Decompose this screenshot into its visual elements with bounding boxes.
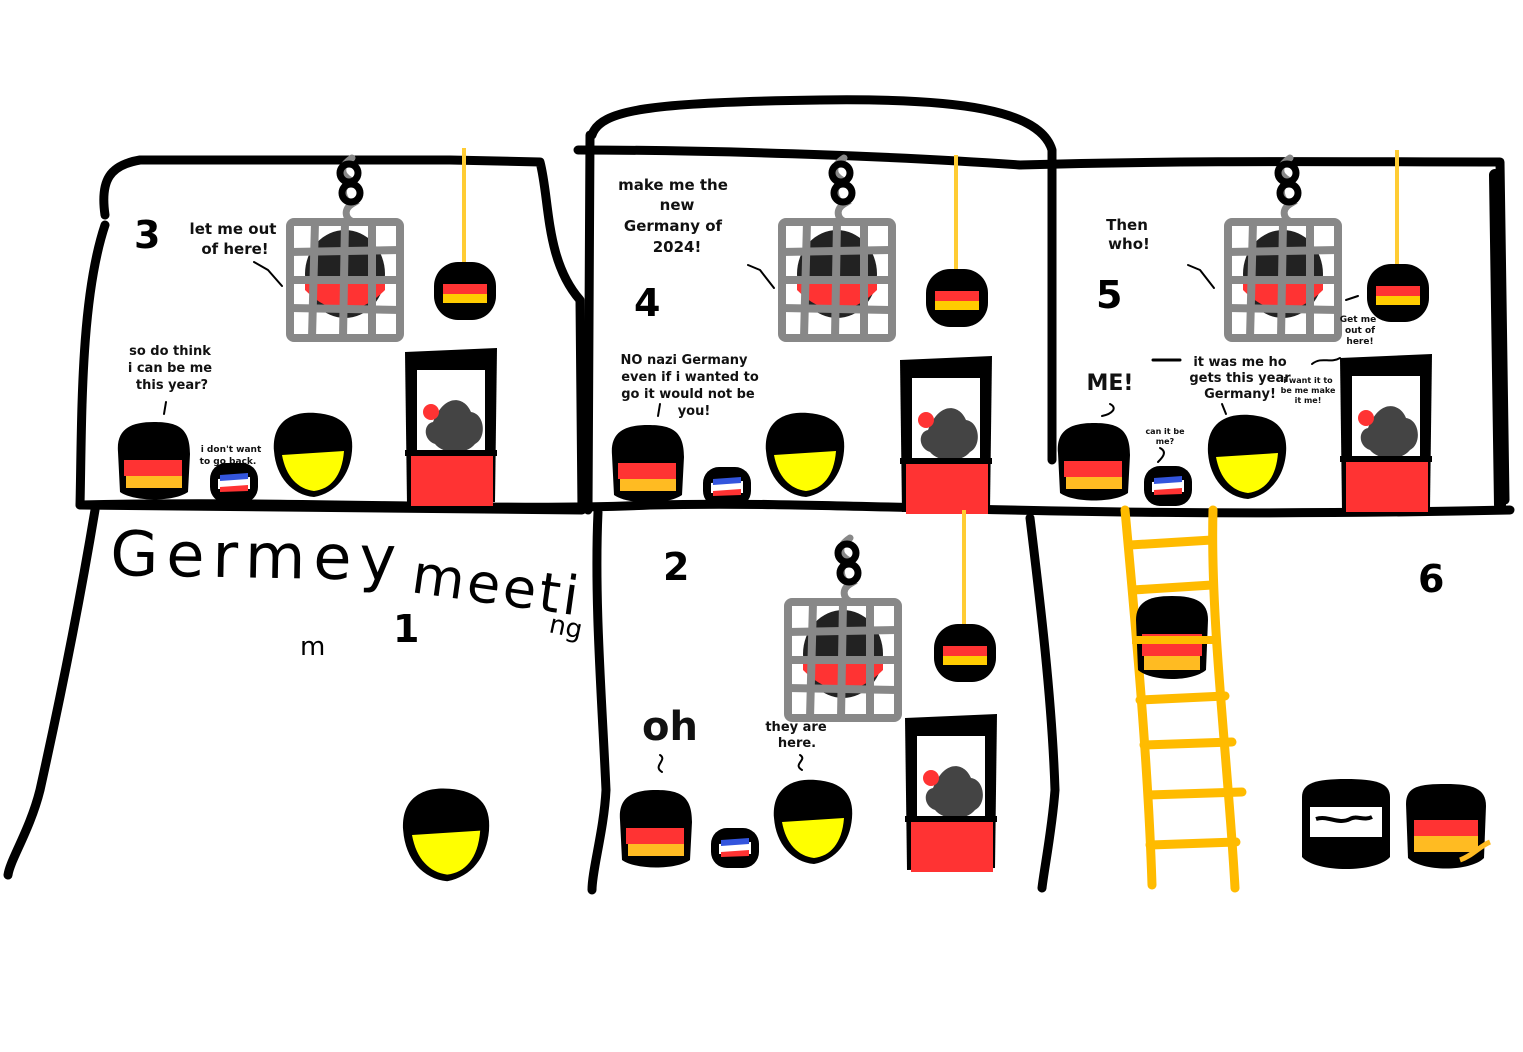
p3-germany-speech-2: i can be me bbox=[128, 361, 212, 376]
germany-ball-icon bbox=[1057, 423, 1130, 501]
yellow-ball-icon bbox=[765, 412, 845, 497]
yellow-ball-icon bbox=[773, 779, 853, 864]
hanging-germany-ball-icon bbox=[432, 146, 498, 322]
dark-ball-icon bbox=[1302, 779, 1390, 869]
panel-4: make me the new Germany of 2024! 4 NO na… bbox=[611, 153, 992, 514]
title-scribble: m bbox=[300, 632, 325, 662]
p3-caged-speech-2: of here! bbox=[201, 240, 268, 258]
germany-ball-icon bbox=[611, 425, 684, 503]
p3-small-speech-2: to go back. bbox=[200, 457, 257, 467]
panel-6: 6 bbox=[1120, 505, 1492, 893]
panel-number-3: 3 bbox=[134, 213, 160, 257]
small-ball-icon bbox=[1144, 466, 1192, 506]
p5-cage-speech-3: here! bbox=[1346, 337, 1373, 347]
hanging-germany-ball-icon bbox=[924, 153, 990, 329]
yellow-ball-icon bbox=[1207, 414, 1287, 499]
p5-yellow-speech-2: gets this year bbox=[1189, 371, 1291, 386]
p4-germany-speech-3: go it would not be bbox=[621, 387, 755, 402]
hanging-germany-ball-icon bbox=[1365, 148, 1431, 324]
cage-icon bbox=[782, 158, 892, 338]
booth-icon bbox=[905, 714, 997, 872]
p2-they-speech-1: they are bbox=[765, 720, 826, 735]
panel-1: Germey meeti ng m 1 bbox=[110, 517, 586, 882]
p4-caged-speech-1: make me the bbox=[618, 176, 728, 194]
p4-caged-speech-3: Germany of bbox=[624, 217, 723, 235]
p5-me-speech: ME! bbox=[1087, 371, 1134, 396]
yellow-ball-icon bbox=[273, 412, 353, 497]
p3-germany-speech-3: this year? bbox=[136, 378, 208, 393]
cage-icon bbox=[290, 158, 400, 338]
p4-germany-speech-1: NO nazi Germany bbox=[621, 353, 749, 368]
yellow-ball-icon bbox=[403, 788, 490, 882]
germany-ball-icon bbox=[1406, 784, 1492, 869]
p5-booth-speech-2: be me make bbox=[1281, 386, 1336, 395]
p3-small-speech-1: i don't want bbox=[201, 445, 262, 455]
p4-germany-speech-4: you! bbox=[678, 404, 711, 419]
p5-small-speech-2: me? bbox=[1156, 437, 1175, 446]
panel-number-4: 4 bbox=[634, 281, 660, 325]
booth-icon bbox=[900, 356, 992, 514]
title-word-germey: Germey bbox=[110, 517, 405, 595]
germany-ball-icon bbox=[619, 790, 692, 868]
germany-ball-icon bbox=[117, 422, 190, 500]
hanging-germany-ball-icon bbox=[932, 508, 998, 684]
cage-icon bbox=[788, 538, 898, 718]
p5-booth-speech-1: i want it to bbox=[1283, 376, 1333, 385]
small-ball-icon bbox=[711, 828, 759, 868]
climbing-germany-ball-icon bbox=[1132, 596, 1216, 679]
p3-caged-speech-1: let me out bbox=[190, 220, 277, 238]
p2-oh-speech: oh bbox=[642, 704, 698, 750]
panel-2: 2 oh they are here. bbox=[619, 508, 998, 872]
panel-number-2: 2 bbox=[663, 545, 689, 589]
p5-yellow-speech-1: it was me ho bbox=[1193, 355, 1286, 370]
p4-caged-speech-4: 2024! bbox=[653, 238, 702, 256]
p2-they-speech-2: here. bbox=[778, 736, 816, 751]
p5-cage-speech-1: Get me bbox=[1340, 315, 1376, 325]
p5-then-speech-1: Then bbox=[1106, 216, 1148, 234]
p4-germany-speech-2: even if i wanted to bbox=[621, 370, 759, 385]
booth-icon bbox=[1340, 354, 1432, 512]
cage-icon bbox=[1228, 158, 1338, 338]
title-tail: ng bbox=[547, 610, 586, 646]
panel-number-1: 1 bbox=[393, 607, 419, 651]
p5-booth-speech-3: it me! bbox=[1295, 396, 1322, 405]
panel-number-6: 6 bbox=[1418, 557, 1444, 601]
p3-germany-speech-1: so do think bbox=[129, 344, 211, 359]
small-ball-icon bbox=[703, 467, 751, 507]
booth-icon bbox=[405, 348, 497, 506]
p4-caged-speech-2: new bbox=[660, 196, 695, 214]
small-ball-icon bbox=[210, 463, 258, 503]
panel-5: Then who! 5 Get me out of here! ME! it w… bbox=[1057, 148, 1432, 512]
panel-number-5: 5 bbox=[1096, 273, 1122, 317]
p5-then-speech-2: who! bbox=[1108, 235, 1150, 253]
p5-small-speech-1: can it be bbox=[1145, 427, 1185, 436]
panel-3: 3 let me out of here! so do think i can … bbox=[117, 146, 498, 506]
p5-yellow-speech-3: Germany! bbox=[1204, 387, 1276, 402]
p5-cage-speech-2: out of bbox=[1345, 326, 1375, 336]
ladder-icon bbox=[1120, 505, 1247, 893]
